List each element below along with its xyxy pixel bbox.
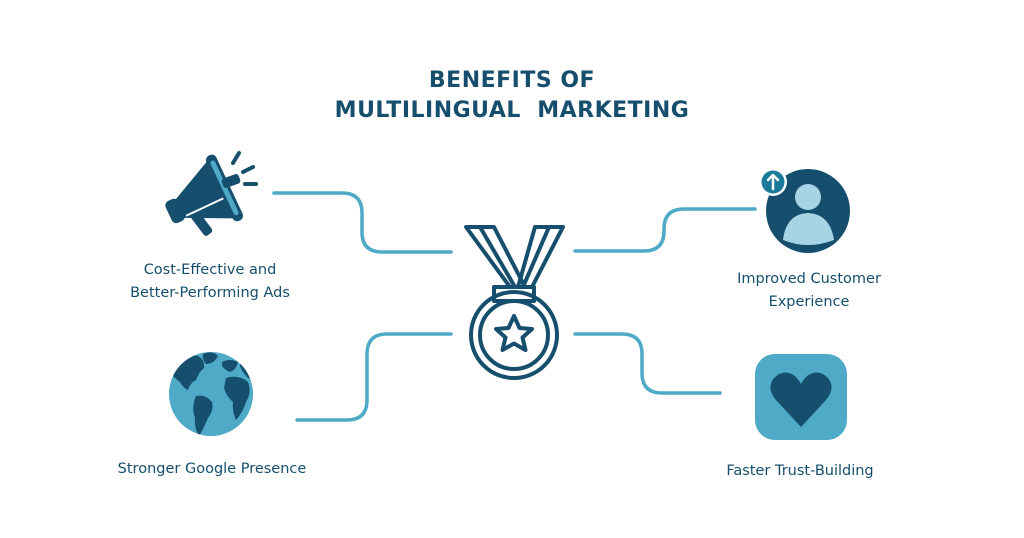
benefit-label-trust-line-1: Faster Trust-Building <box>726 463 874 479</box>
connector-top-left <box>272 191 453 254</box>
globe-icon <box>169 352 253 436</box>
benefit-label-experience: Improved Customer Experience <box>700 268 918 314</box>
medal-star-icon <box>464 225 565 380</box>
benefit-label-experience-line-2: Experience <box>768 294 850 310</box>
connector-top-right <box>573 207 757 253</box>
benefit-label-ads-line-1: Cost-Effective and <box>143 262 277 278</box>
benefit-label-experience-line-1: Improved Customer <box>737 271 881 287</box>
benefit-label-ads: Cost-Effective and Better-Performing Ads <box>100 259 320 305</box>
benefit-label-trust: Faster Trust-Building <box>690 460 910 483</box>
connector-bottom-right <box>573 332 722 395</box>
user-upgrade-icon <box>759 168 850 253</box>
benefit-label-google-line-1: Stronger Google Presence <box>117 461 307 477</box>
diagram-title: BENEFITS OF MULTILINGUAL MARKETING <box>0 66 1024 126</box>
benefit-label-google: Stronger Google Presence <box>92 458 332 481</box>
title-line-2: MULTILINGUAL MARKETING <box>334 98 690 123</box>
title-line-1: BENEFITS OF <box>428 68 596 93</box>
heart-icon <box>755 354 847 440</box>
megaphone-icon <box>165 151 258 236</box>
connector-bottom-left <box>295 332 453 422</box>
benefit-label-ads-line-2: Better-Performing Ads <box>130 285 290 301</box>
